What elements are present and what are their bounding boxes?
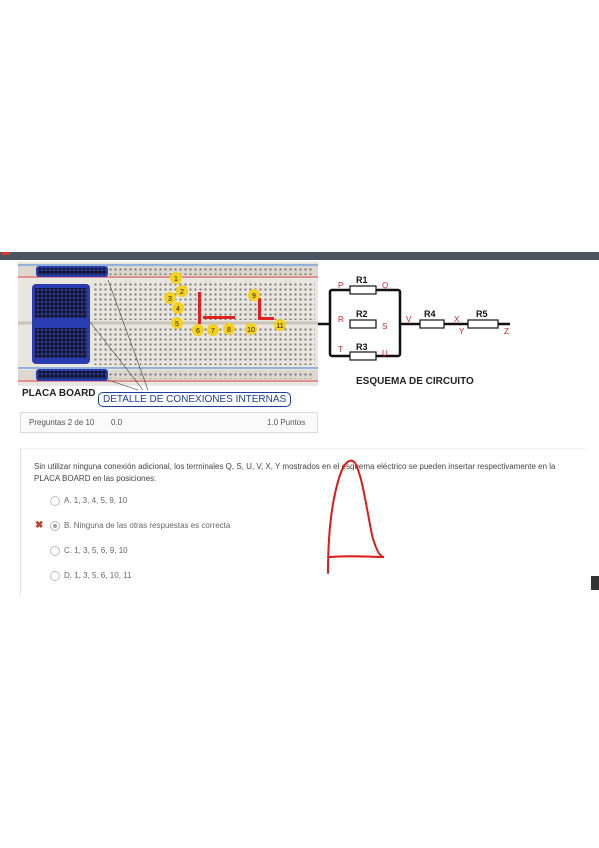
marker-1: 1 xyxy=(170,272,182,284)
question-text: Sin utilizar ninguna conexión adicional,… xyxy=(34,462,556,483)
marker-4: 4 xyxy=(172,302,184,314)
question-bar: Preguntas 2 de 10 0.0 1.0 Puntos xyxy=(20,412,318,433)
radio-selected-icon[interactable] xyxy=(50,520,60,531)
radio-icon[interactable] xyxy=(50,495,60,506)
node-s: S xyxy=(382,322,387,331)
svg-text:10: 10 xyxy=(247,327,255,334)
svg-text:2: 2 xyxy=(180,289,184,296)
svg-text:5: 5 xyxy=(175,321,179,328)
option-d[interactable]: D. 1, 3, 5, 6, 10, 11 xyxy=(50,570,131,582)
question-score: 0.0 xyxy=(111,418,123,427)
svg-text:6: 6 xyxy=(196,328,200,335)
detail-label: DETALLE DE CONEXIONES INTERNAS xyxy=(98,392,292,407)
resistor-label-r3: R3 xyxy=(356,342,368,352)
node-p: P xyxy=(338,281,343,290)
node-r: R xyxy=(338,315,344,324)
svg-text:4: 4 xyxy=(176,306,180,313)
x-mark-icon: ✖ xyxy=(35,520,44,531)
handwritten-annotation xyxy=(327,459,385,574)
node-x: X xyxy=(454,315,460,324)
node-u: U xyxy=(382,349,388,358)
marker-7: 7 xyxy=(207,324,219,336)
marker-3: 3 xyxy=(164,292,176,304)
svg-text:7: 7 xyxy=(211,328,215,335)
node-q: Q xyxy=(382,281,388,290)
top-bar xyxy=(0,252,599,260)
marker-2: 2 xyxy=(176,285,188,297)
node-v: V xyxy=(406,315,412,324)
resistor-label-r2: R2 xyxy=(356,309,368,319)
option-label: C. 1, 3, 5, 6, 9, 10 xyxy=(64,546,128,555)
marker-8: 8 xyxy=(223,323,235,335)
question-panel xyxy=(20,448,585,595)
breadboard-figure: 1 2 3 4 5 6 7 8 9 10 11 xyxy=(18,262,318,391)
svg-text:11: 11 xyxy=(276,323,283,330)
resistor-label-r5: R5 xyxy=(476,309,488,319)
side-handle[interactable] xyxy=(591,576,599,590)
question-points: 1.0 Puntos xyxy=(267,418,306,427)
option-a[interactable]: A. 1, 3, 4, 5, 9, 10 xyxy=(50,495,127,507)
radio-icon[interactable] xyxy=(50,545,60,556)
option-label: B. Ninguna de las otras respuestas es co… xyxy=(64,521,231,530)
svg-text:9: 9 xyxy=(252,293,256,300)
circuit-schematic: R1 R2 R3 R4 R5 P Q R S T U V X Y Z xyxy=(318,275,510,361)
option-c[interactable]: C. 1, 3, 5, 6, 9, 10 xyxy=(50,545,128,557)
svg-text:8: 8 xyxy=(227,327,231,334)
marker-6: 6 xyxy=(192,324,204,336)
marker-11: 11 xyxy=(274,319,286,331)
board-label: PLACA BOARD xyxy=(22,388,96,399)
marker-10: 10 xyxy=(245,323,257,335)
marker-9: 9 xyxy=(248,289,260,301)
option-b[interactable]: B. Ninguna de las otras respuestas es co… xyxy=(50,520,230,532)
option-label: D. 1, 3, 5, 6, 10, 11 xyxy=(64,571,132,580)
top-bar-accent xyxy=(2,252,10,255)
svg-text:3: 3 xyxy=(168,296,172,303)
resistor-label-r1: R1 xyxy=(356,275,368,285)
radio-icon[interactable] xyxy=(50,570,60,581)
node-z: Z xyxy=(504,327,509,336)
schematic-label: ESQUEMA DE CIRCUITO xyxy=(356,376,474,387)
node-t: T xyxy=(338,345,343,354)
marker-5: 5 xyxy=(171,317,183,329)
option-label: A. 1, 3, 4, 5, 9, 10 xyxy=(64,496,128,505)
svg-text:1: 1 xyxy=(174,276,178,283)
question-counter: Preguntas 2 de 10 xyxy=(29,418,95,427)
node-y: Y xyxy=(459,327,465,336)
resistor-label-r4: R4 xyxy=(424,309,436,319)
